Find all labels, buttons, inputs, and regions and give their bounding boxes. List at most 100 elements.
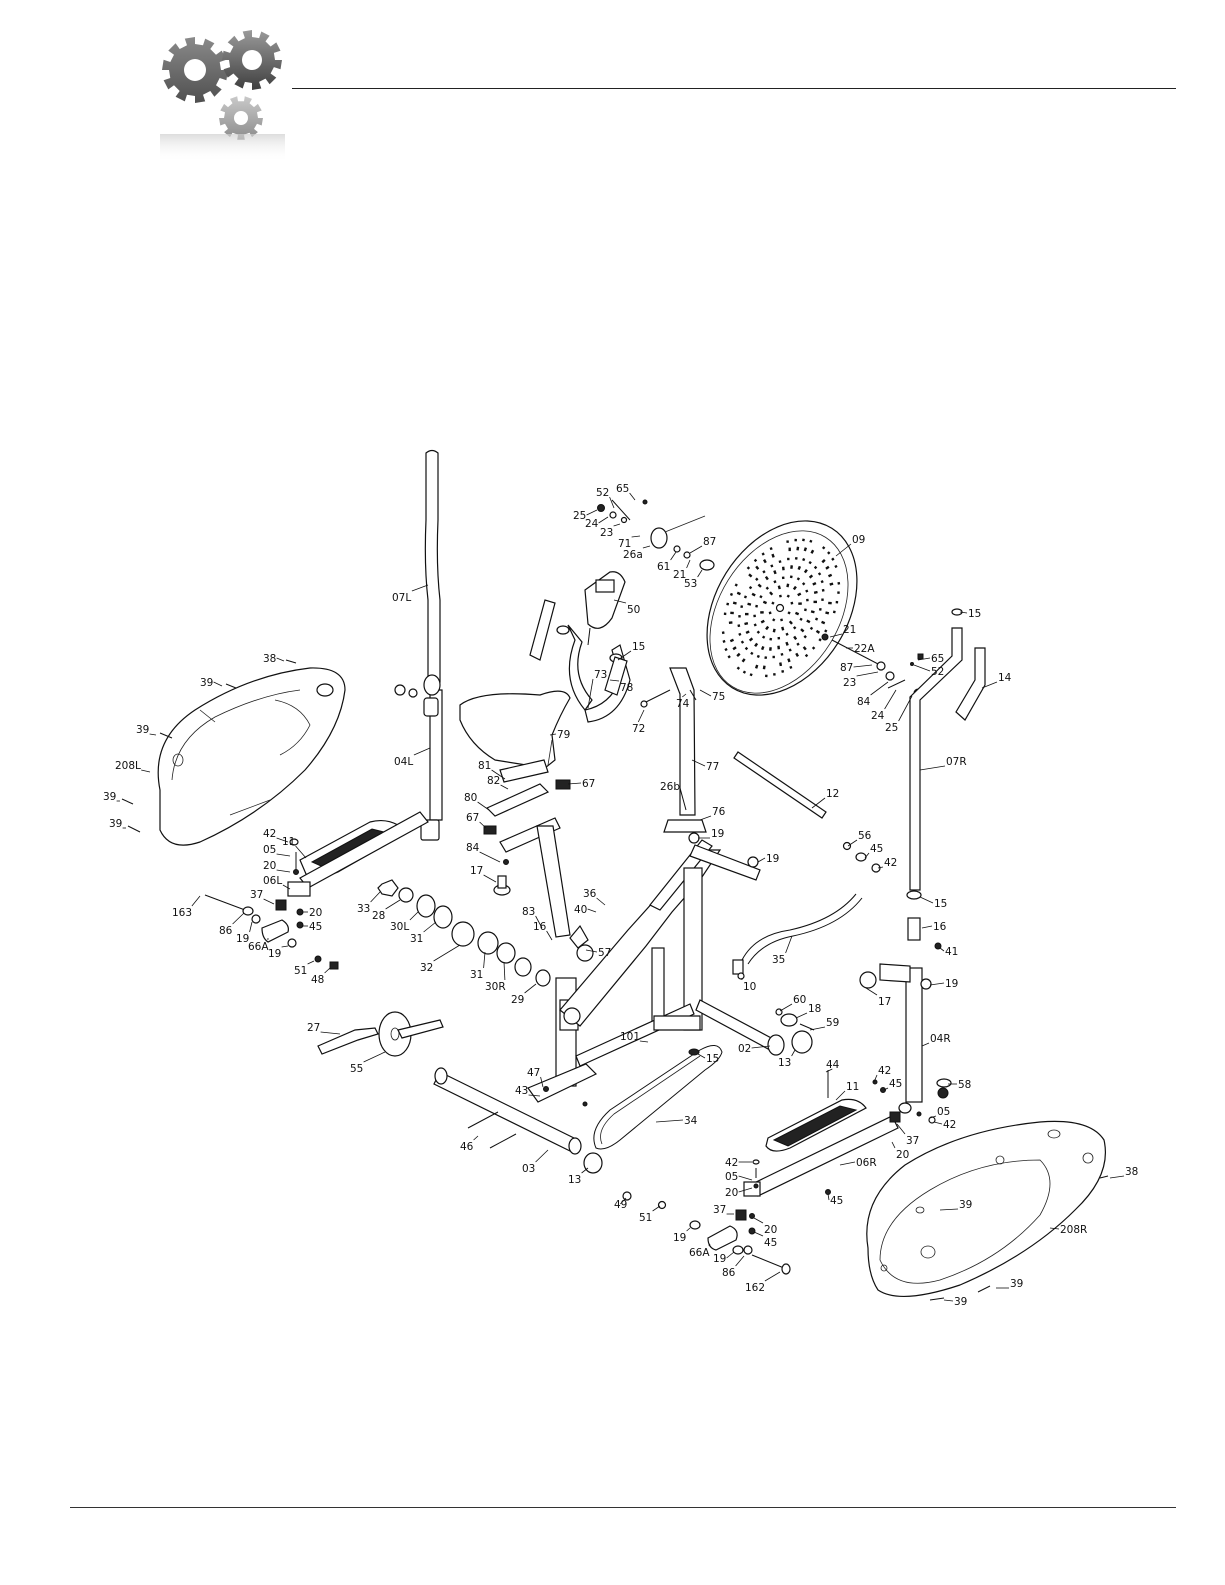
leader-line — [864, 852, 870, 859]
part-label-79: 79 — [557, 729, 570, 741]
leader-line — [856, 671, 879, 677]
main-frame — [527, 839, 785, 1103]
part-label-35: 35 — [772, 954, 785, 966]
part-label-13a: 13 — [778, 1057, 791, 1069]
leader-line — [483, 951, 486, 969]
part-label-03: 03 — [522, 1163, 535, 1175]
front-post — [640, 667, 707, 833]
part-label-06L: 06L — [263, 875, 282, 887]
part-label-22A: 22A — [854, 643, 875, 655]
leader-line — [682, 693, 687, 698]
leader-line — [921, 925, 933, 929]
part-label-26a: 26a — [623, 549, 643, 561]
leader-line — [213, 681, 223, 687]
footer-rule — [70, 1507, 1176, 1508]
part-label-84b: 84 — [857, 696, 871, 708]
part-labels: 07L04L383939208L39391142052006L372016386… — [103, 483, 1138, 1308]
part-label-57: 57 — [598, 947, 611, 959]
part-label-21b: 21 — [843, 624, 856, 636]
part-label-04R: 04R — [930, 1033, 951, 1045]
leader-line — [697, 569, 703, 578]
tension-hardware — [597, 499, 715, 571]
leader-line — [753, 1231, 764, 1237]
part-label-10: 10 — [743, 981, 756, 993]
part-label-20c: 20 — [896, 1149, 909, 1161]
leader-line — [609, 496, 615, 509]
part-label-11a: 11 — [282, 836, 295, 848]
leader-line — [939, 947, 945, 952]
part-label-73: 73 — [594, 669, 607, 681]
part-label-71: 71 — [618, 538, 631, 550]
leader-line — [613, 523, 621, 527]
part-label-15c: 15 — [934, 898, 947, 910]
part-label-66Ab: 66A — [689, 1247, 710, 1259]
part-label-17a: 17 — [470, 865, 483, 877]
leader-line — [567, 782, 582, 785]
part-label-87b: 87 — [840, 662, 853, 674]
part-label-55: 55 — [350, 1063, 363, 1075]
leader-line — [919, 896, 934, 904]
right-lower-hardware — [689, 1087, 949, 1275]
leader-line — [827, 1193, 830, 1201]
left-hardware — [204, 838, 339, 970]
leader-line — [642, 545, 651, 549]
leader-line — [726, 1251, 735, 1259]
part-label-67a: 67 — [466, 812, 479, 824]
part-label-38b: 38 — [1125, 1166, 1138, 1178]
part-label-42c: 42 — [878, 1065, 891, 1077]
leader-line — [587, 908, 597, 913]
part-label-19f: 19 — [673, 1232, 686, 1244]
part-label-19d: 19 — [766, 853, 779, 865]
left-shroud — [157, 667, 346, 846]
part-label-20e: 20 — [764, 1224, 777, 1236]
part-label-39f: 39 — [1010, 1278, 1023, 1290]
part-label-24b: 24 — [871, 710, 885, 722]
leader-line — [847, 839, 858, 847]
leader-line — [409, 911, 419, 921]
leader-line — [1049, 1227, 1060, 1230]
leader-line — [629, 492, 636, 501]
left-pedal — [287, 811, 429, 897]
part-label-19e: 19 — [945, 978, 958, 990]
part-label-31b: 31 — [470, 969, 483, 981]
leader-line — [324, 967, 331, 974]
part-label-41: 41 — [945, 946, 958, 958]
part-label-31a: 31 — [410, 933, 423, 945]
part-label-19a: 19 — [236, 933, 249, 945]
leader-line — [549, 733, 557, 736]
seat-assembly — [459, 690, 571, 938]
leader-line — [883, 1087, 889, 1091]
leader-line — [791, 1049, 796, 1057]
part-label-80: 80 — [464, 792, 477, 804]
part-label-37b: 37 — [906, 1135, 919, 1147]
leader-line — [825, 1068, 833, 1073]
leader-line — [363, 1051, 386, 1063]
leader-line — [933, 1121, 943, 1125]
leader-line — [479, 821, 487, 829]
leader-line — [835, 1090, 846, 1101]
right-pedal — [743, 1070, 936, 1197]
leader-line — [232, 912, 245, 925]
leader-line — [865, 987, 878, 996]
part-label-48: 48 — [311, 974, 324, 986]
part-label-45c: 45 — [889, 1078, 902, 1090]
leader-line — [670, 551, 677, 561]
part-label-23a: 23 — [600, 527, 613, 539]
leader-line — [699, 689, 712, 697]
part-label-66Aa: 66A — [248, 941, 269, 953]
leader-line — [620, 1197, 627, 1205]
leader-line — [921, 1042, 930, 1047]
leader-line — [699, 815, 712, 821]
part-label-52a: 52 — [596, 487, 609, 499]
leader-line — [811, 797, 826, 809]
leader-line — [609, 679, 620, 682]
part-label-39g: 39 — [954, 1296, 967, 1308]
part-label-81: 81 — [478, 760, 491, 772]
leader-line — [959, 611, 968, 614]
part-label-15d: 15 — [706, 1053, 719, 1065]
leader-line — [839, 1161, 856, 1166]
part-label-162: 162 — [745, 1282, 765, 1294]
leader-line — [596, 897, 606, 906]
part-label-14: 14 — [998, 672, 1012, 684]
